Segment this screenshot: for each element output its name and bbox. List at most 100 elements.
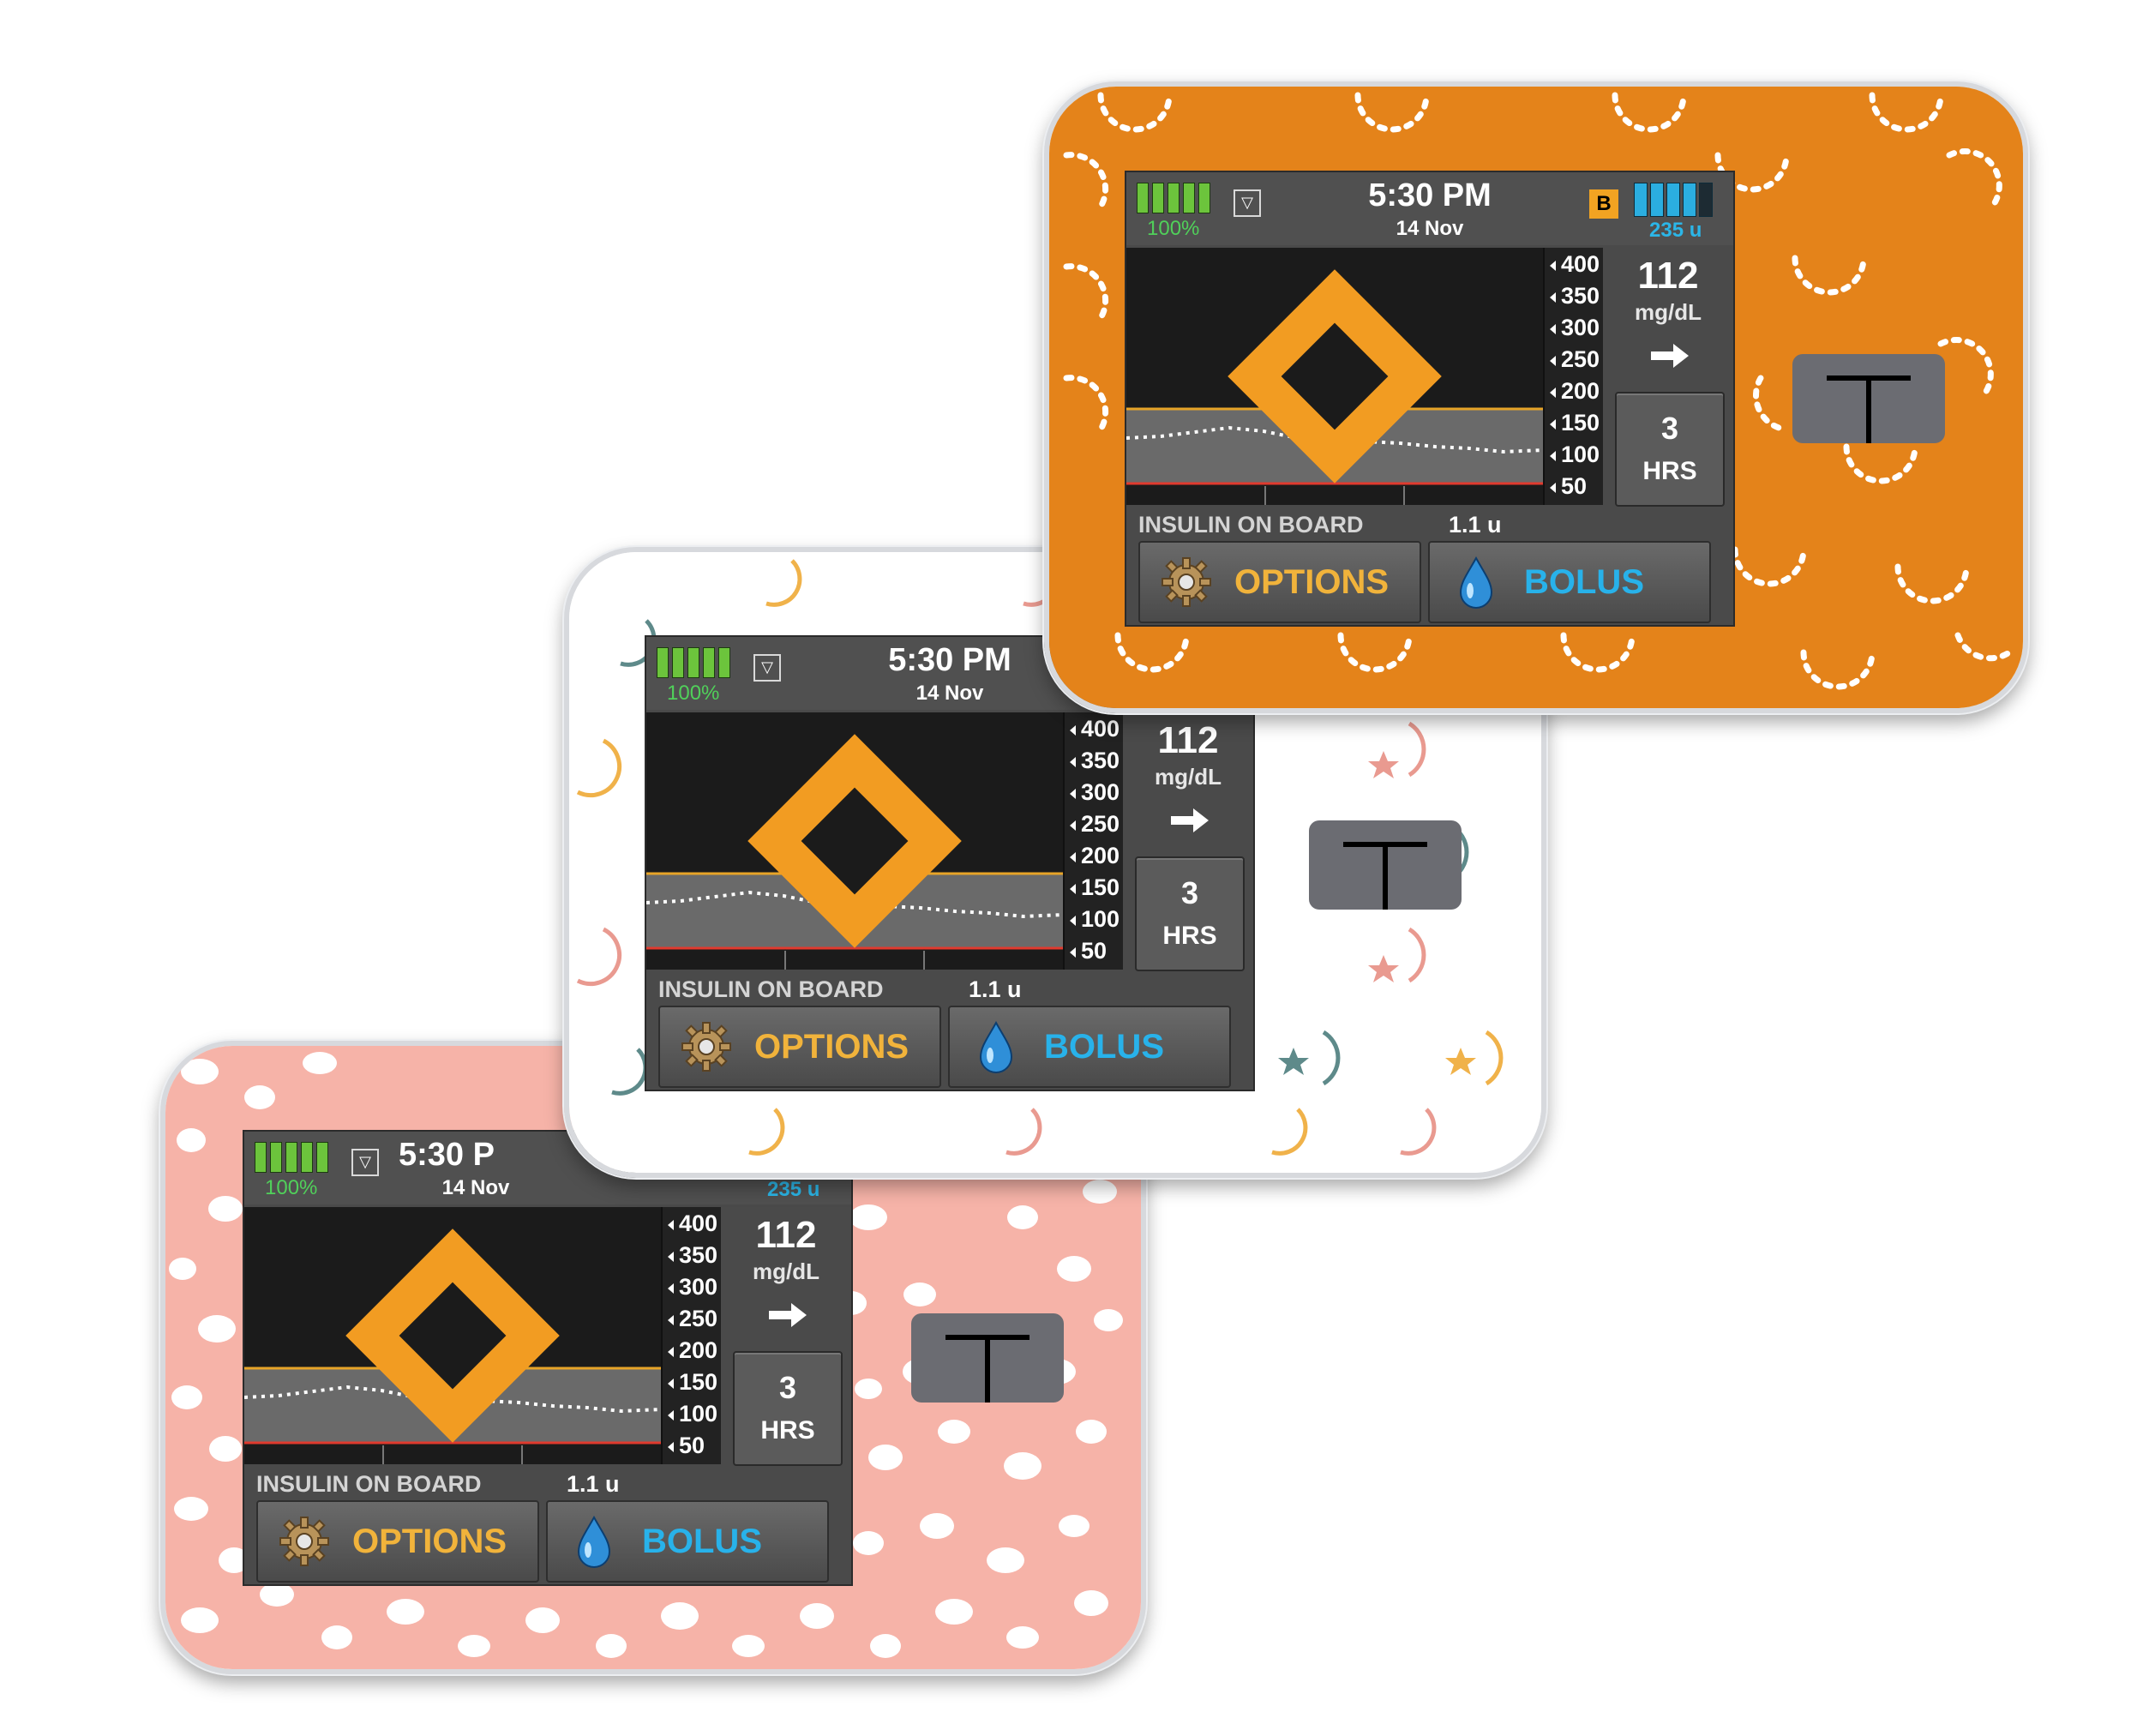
glucose-unit: mg/dL	[1635, 299, 1702, 325]
status-bar: 100% ▽ 5:30 PM 14 Nov B 235 u	[1126, 172, 1733, 245]
arrow-right-icon	[769, 1303, 807, 1327]
battery-percent: 100%	[265, 1176, 318, 1199]
hours-value: 3	[1180, 875, 1199, 910]
axis-tick: 350	[1070, 748, 1120, 774]
bolus-label: BOLUS	[642, 1523, 762, 1560]
hours-label: HRS	[1642, 457, 1697, 485]
options-button[interactable]: OPTIONS	[658, 1006, 941, 1088]
glucose-value: 112	[755, 1214, 817, 1256]
tandem-t-button[interactable]	[1309, 820, 1462, 910]
clock-date: 14 Nov	[915, 682, 984, 705]
axis-tick: 200	[1550, 378, 1600, 405]
glucose-value: 112	[1157, 719, 1219, 761]
axis-tick: 150	[668, 1369, 717, 1396]
battery-icon	[1137, 183, 1210, 213]
cgm-graph	[1126, 248, 1543, 505]
clock-date: 14 Nov	[1396, 217, 1464, 240]
reservoir-icon	[1634, 183, 1713, 217]
bolus-label: BOLUS	[1524, 563, 1644, 601]
t-logo-icon	[1827, 375, 1911, 443]
clock-time: 5:30 PM	[1368, 177, 1492, 213]
axis-tick: 100	[1070, 906, 1120, 933]
axis-tick: 100	[1550, 442, 1600, 468]
glucose-value: 112	[1637, 255, 1699, 297]
axis-tick: 300	[1550, 315, 1600, 341]
graph-hours-button[interactable]: 3 HRS	[1135, 856, 1245, 971]
drop-icon	[577, 1515, 611, 1568]
battery-percent: 100%	[1147, 217, 1200, 240]
antenna-icon: ▽	[753, 654, 781, 682]
options-button[interactable]: OPTIONS	[1138, 541, 1421, 623]
axis-tick: 50	[1070, 938, 1107, 964]
bolus-button[interactable]: BOLUS	[546, 1500, 829, 1583]
hours-label: HRS	[760, 1416, 815, 1445]
antenna-icon: ▽	[351, 1149, 379, 1176]
axis-tick: 300	[1070, 779, 1120, 806]
cgm-graph	[244, 1207, 661, 1464]
options-label: OPTIONS	[352, 1523, 507, 1560]
iob-value: 1.1 u	[1449, 512, 1502, 538]
options-label: OPTIONS	[754, 1028, 909, 1066]
axis-tick: 400	[1070, 716, 1120, 742]
gear-icon	[279, 1517, 329, 1566]
pump-pink-spots: 100% ▽ 5:30 P 14 Nov 235 u 400 350 300	[160, 1041, 1146, 1674]
axis-tick: 250	[1550, 346, 1600, 373]
pump-screen: 100% ▽ 5:30 PM 14 Nov B 235 u 400	[1125, 171, 1735, 627]
battery-percent: 100%	[667, 682, 720, 705]
reservoir-units: 235 u	[767, 1178, 820, 1201]
glucose-unit: mg/dL	[1155, 764, 1222, 790]
gear-icon	[681, 1022, 731, 1072]
glucose-axis: 400 350 300 250 200 150 100 50	[1543, 248, 1603, 505]
axis-tick: 200	[668, 1337, 717, 1364]
cgm-status-diamond-icon	[345, 1228, 560, 1443]
hours-label: HRS	[1162, 922, 1217, 950]
axis-tick: 150	[1550, 410, 1600, 436]
axis-tick: 400	[668, 1210, 717, 1237]
graph-hours-button[interactable]: 3 HRS	[733, 1351, 843, 1466]
glucose-axis: 400 350 300 250 200 150 100 50	[1063, 712, 1123, 970]
axis-tick: 100	[668, 1401, 717, 1427]
options-label: OPTIONS	[1234, 563, 1390, 601]
clock-time: 5:30 PM	[888, 642, 1011, 678]
axis-tick: 150	[1070, 874, 1120, 901]
bolus-label: BOLUS	[1044, 1028, 1164, 1066]
hours-value: 3	[1660, 411, 1679, 446]
tandem-t-button[interactable]	[1792, 354, 1945, 443]
axis-tick: 50	[1550, 473, 1587, 500]
iob-label: INSULIN ON BOARD	[1138, 512, 1364, 538]
cgm-status-diamond-icon	[747, 734, 962, 948]
bolus-button[interactable]: BOLUS	[1428, 541, 1711, 623]
pump-orange-arcs: 100% ▽ 5:30 PM 14 Nov B 235 u 400	[1044, 81, 2028, 713]
axis-tick: 250	[1070, 811, 1120, 838]
gear-icon	[1162, 557, 1211, 607]
hours-value: 3	[778, 1370, 797, 1405]
antenna-icon: ▽	[1234, 189, 1261, 217]
pump-screen: 100% ▽ 5:30 P 14 Nov 235 u 400 350 300	[243, 1130, 853, 1586]
iob-value: 1.1 u	[567, 1471, 620, 1497]
battery-icon	[657, 647, 730, 678]
iob-value: 1.1 u	[969, 976, 1022, 1002]
axis-tick: 200	[1070, 843, 1120, 869]
axis-tick: 350	[668, 1242, 717, 1269]
iob-label: INSULIN ON BOARD	[658, 976, 884, 1002]
graph-hours-button[interactable]: 3 HRS	[1615, 392, 1725, 507]
options-button[interactable]: OPTIONS	[256, 1500, 539, 1583]
cgm-status-diamond-icon	[1228, 269, 1442, 484]
axis-tick: 50	[668, 1433, 705, 1459]
drop-icon	[979, 1020, 1013, 1073]
tandem-t-button[interactable]	[911, 1313, 1064, 1403]
clock-date: 14 Nov	[441, 1176, 510, 1199]
cgm-graph	[646, 712, 1063, 970]
t-logo-icon	[1343, 842, 1427, 910]
bolus-button[interactable]: BOLUS	[948, 1006, 1231, 1088]
axis-tick: 350	[1550, 283, 1600, 309]
reservoir-units: 235 u	[1649, 219, 1702, 242]
axis-tick: 250	[668, 1306, 717, 1332]
t-logo-icon	[945, 1335, 1029, 1403]
drop-icon	[1459, 556, 1493, 609]
axis-tick: 300	[668, 1274, 717, 1300]
battery-icon	[255, 1142, 328, 1173]
arrow-right-icon	[1651, 344, 1689, 368]
glucose-axis: 400 350 300 250 200 150 100 50	[661, 1207, 721, 1464]
clock-time: 5:30 P	[399, 1137, 495, 1173]
